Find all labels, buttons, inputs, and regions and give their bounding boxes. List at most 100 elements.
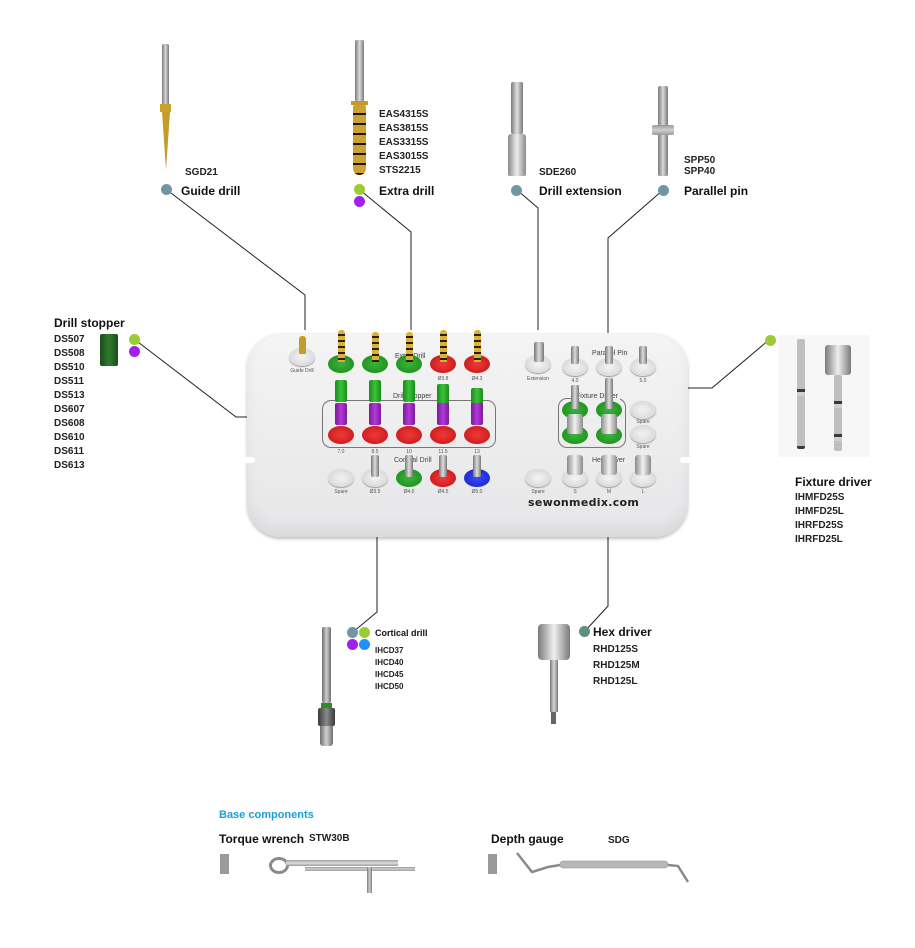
tray-label: Spare	[334, 489, 348, 495]
tray-label: Ø4.3	[471, 376, 483, 382]
tray-well-grey	[596, 358, 622, 376]
tray-well-spare	[328, 469, 354, 487]
depth-gauge-image	[516, 852, 690, 883]
cortical-drill-code: IHCD45	[375, 670, 404, 679]
hex-driver-code: RHD125M	[593, 660, 640, 671]
tray-well-red	[430, 469, 456, 487]
blue-dot	[359, 639, 370, 650]
parallel-pin-leader	[607, 189, 664, 360]
tray-well-green	[396, 469, 422, 487]
tray-notch-left	[245, 457, 255, 463]
tray-hex-driver	[601, 455, 617, 475]
tray-well-red	[396, 426, 422, 444]
tray-stopper-green	[369, 380, 381, 402]
tray-well-red	[464, 426, 490, 444]
drill-stopper-title: Drill stopper	[54, 316, 125, 330]
hex-driver-code: RHD125L	[593, 676, 638, 687]
tray-stopper-purple	[437, 403, 449, 425]
extra-drill-leader	[359, 189, 412, 330]
tray-label: S	[573, 489, 577, 495]
torque-wrench-chip	[220, 854, 229, 874]
tray-cortical-drill	[371, 455, 379, 477]
tray-well-extension	[525, 355, 551, 373]
purple-dot	[129, 346, 140, 357]
tray-well-grey	[562, 358, 588, 376]
tray-label: Extension	[527, 376, 549, 382]
tray-guide-drill	[299, 336, 306, 354]
tray-label: Guide Drill	[290, 368, 314, 374]
extra-drill-codes: EAS4315S EAS3815S EAS3315S EAS3015S STS2…	[379, 108, 428, 178]
drill-stopper-code: DS608	[54, 418, 85, 429]
tray-label: Ø3.5	[369, 489, 381, 495]
extra-drill-title: Extra drill	[379, 184, 435, 198]
parallel-pin-code: SPP50	[684, 155, 716, 166]
fixture-driver-codes: IHMFD25S IHMFD25L IHRFD25S IHRFD25L	[795, 491, 844, 547]
drill-stopper-codes: DS507 DS508 DS510 DS511 DS513 DS607 DS60…	[54, 333, 85, 473]
parallel-pin-title: Parallel pin	[684, 184, 749, 198]
lime-dot	[129, 334, 140, 345]
tray-well-red	[362, 426, 388, 444]
hex-driver-title: Hex driver	[593, 625, 652, 639]
guide-drill-leader	[166, 189, 306, 330]
depth-gauge-chip	[488, 854, 497, 874]
depth-gauge-code: SDG	[608, 835, 630, 846]
tray-extra-drill	[406, 332, 413, 362]
purple-dot	[347, 639, 358, 650]
torque-wrench-code: STW30B	[309, 833, 350, 844]
extra-drill-code: EAS3015S	[379, 151, 429, 162]
tray-label: Ø5.0	[471, 489, 483, 495]
lime-dot	[359, 627, 370, 638]
drill-extension-title: Drill extension	[539, 184, 622, 198]
cortical-drill-code: IHCD50	[375, 682, 404, 691]
purple-dot	[354, 196, 365, 207]
drill-stopper-code: DS510	[54, 362, 85, 373]
tray-label: Spare	[531, 489, 545, 495]
tray-well-guide-drill	[289, 348, 315, 366]
fixture-driver-title: Fixture driver	[795, 475, 872, 489]
tray-label: Spare	[636, 444, 650, 450]
tray-drill-extension	[534, 342, 544, 362]
tray-parallel-pin	[571, 346, 579, 364]
cortical-drill-code: IHCD37	[375, 646, 404, 655]
tray-well-red	[464, 355, 490, 373]
tray-well-spare	[630, 425, 656, 443]
guide-drill-title: Guide drill	[181, 184, 241, 198]
tray-well-green	[328, 355, 354, 373]
tray-label: Ø3.8	[437, 376, 449, 382]
tray-label: 7.0	[337, 449, 345, 455]
drill-stopper-image	[100, 334, 118, 366]
tray-fixture-driver	[605, 378, 613, 409]
cortical-drill-code: IHCD40	[375, 658, 404, 667]
drill-stopper-code: DS513	[54, 390, 85, 401]
tray-notch-right	[680, 457, 690, 463]
fixture-driver-code: IHRFD25L	[795, 534, 843, 545]
tray-label: L	[641, 489, 645, 495]
steel-grey-dot	[347, 627, 358, 638]
drill-extension-leader	[516, 189, 539, 330]
tray-label: 5.0	[639, 378, 647, 384]
drill-stopper-code: DS610	[54, 432, 85, 443]
tray-well-green	[362, 355, 388, 373]
tray-stopper-purple	[403, 403, 415, 425]
tray-label: 11.5	[438, 449, 448, 455]
cortical-drill-codes: IHCD37 IHCD40 IHCD45 IHCD50	[375, 645, 403, 693]
tray-stopper-purple	[369, 403, 381, 425]
tray-well-grey	[630, 358, 656, 376]
tray-well-green	[396, 355, 422, 373]
steel-grey-dot	[658, 185, 669, 196]
tray-fixture-driver-head	[601, 414, 617, 434]
tray-fixture-driver-head	[567, 414, 583, 434]
tray-stopper-purple	[471, 403, 483, 425]
drill-stopper-code: DS613	[54, 460, 85, 471]
drill-extension-code: SDE260	[539, 167, 577, 178]
hex-driver-code: RHD125S	[593, 644, 639, 655]
hex-dot	[579, 626, 590, 637]
tray-stopper-purple	[335, 403, 347, 425]
base-components-heading: Base components	[219, 809, 314, 821]
drill-stopper-code: DS607	[54, 404, 85, 415]
hex-driver-codes: RHD125S RHD125M RHD125L	[593, 642, 640, 690]
drill-stopper-code: DS611	[54, 446, 85, 457]
tray-well-grey	[362, 469, 388, 487]
tray-cortical-drill	[473, 455, 481, 477]
tray-well-blue	[464, 469, 490, 487]
